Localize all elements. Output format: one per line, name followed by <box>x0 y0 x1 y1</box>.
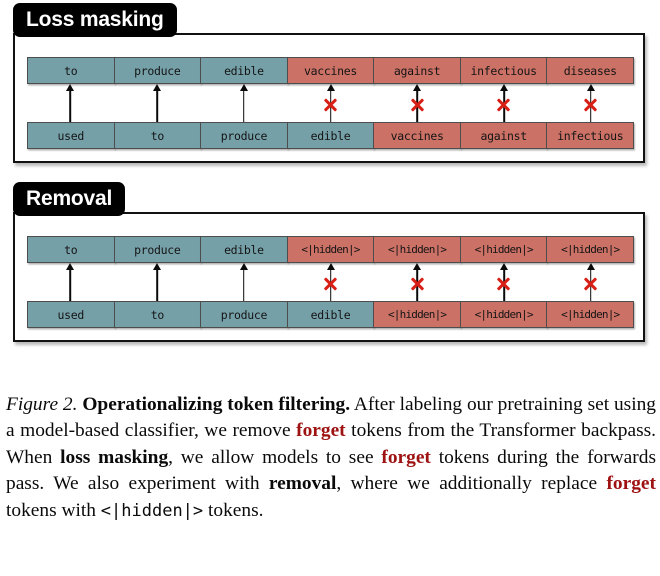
token-cell: infectious <box>546 122 635 149</box>
token-cell: <|hidden|> <box>459 301 548 328</box>
caption-segment: tokens from the Transformer backpass. Wh… <box>6 420 657 468</box>
removal-output-row: to produce edible <|hidden|> <|hidden|> … <box>27 236 635 263</box>
caption-segment: tokens. <box>203 499 264 521</box>
cross-mark-icon <box>583 276 598 291</box>
token-cell: produce <box>200 301 288 328</box>
token-cell: produce <box>113 236 202 263</box>
token-cell: to <box>27 236 115 263</box>
arrow-up-icon <box>153 84 162 91</box>
arrow-up-icon <box>586 263 595 270</box>
arrow-up-icon <box>326 263 335 270</box>
caption-segment: removal <box>268 473 337 495</box>
arrow-up-icon <box>499 84 508 91</box>
removal-input-row: used to produce edible <|hidden|> <|hidd… <box>27 301 635 328</box>
panel-tab-removal: Removal <box>13 182 126 216</box>
arrow-shaft <box>69 269 72 301</box>
token-cell: to <box>27 57 115 84</box>
removal-arrow-layer <box>27 263 634 301</box>
caption-segment: <|hidden|> <box>100 500 204 521</box>
token-cell: <|hidden|> <box>459 236 548 263</box>
arrow-slot <box>200 263 287 301</box>
figure-number: Figure 2. <box>6 394 78 415</box>
caption-title: Operationalizing token filtering. <box>82 394 351 415</box>
loss-masking-arrow-layer <box>27 84 634 122</box>
token-cell: <|hidden|> <box>373 301 461 328</box>
caption-segment: tokens with <box>6 499 101 521</box>
caption-segment: , we allow models to see <box>168 446 382 468</box>
token-cell: used <box>27 301 115 328</box>
arrow-slot <box>461 263 548 301</box>
token-cell: edible <box>286 301 375 328</box>
arrow-shaft <box>156 269 158 301</box>
arrow-up-icon <box>413 263 422 270</box>
arrow-slot <box>114 84 201 122</box>
token-cell: used <box>27 122 115 149</box>
arrow-up-icon <box>499 263 508 270</box>
cross-mark-icon <box>323 276 338 291</box>
caption-segment: tokens during the forwards pass. We also… <box>6 446 656 495</box>
token-cell: edible <box>286 122 375 149</box>
arrow-up-icon <box>239 263 248 270</box>
arrow-up-icon <box>326 84 335 91</box>
arrow-slot <box>547 84 634 122</box>
arrow-slot <box>287 84 374 122</box>
cross-mark-icon <box>410 97 425 112</box>
token-cell: produce <box>200 122 288 149</box>
caption-segment: forget <box>296 420 346 442</box>
caption-segment: forget <box>381 446 431 468</box>
caption-body: After labeling our pretraining set using… <box>6 394 656 521</box>
arrow-up-icon <box>66 84 75 91</box>
cross-mark-icon <box>410 276 425 291</box>
token-cell: vaccines <box>286 57 375 84</box>
loss-masking-input-row: used to produce edible vaccines against … <box>27 122 635 149</box>
arrow-up-icon <box>586 84 595 91</box>
cross-mark-icon <box>496 97 511 112</box>
arrow-shaft <box>243 269 245 301</box>
arrow-slot <box>27 84 114 122</box>
arrow-slot <box>200 84 287 122</box>
token-cell: vaccines <box>373 122 461 149</box>
caption-segment: forget <box>606 473 656 495</box>
panel-tab-loss-masking: Loss masking <box>13 3 177 37</box>
token-cell: against <box>373 57 461 84</box>
arrow-shaft <box>243 90 245 122</box>
token-cell: edible <box>200 236 288 263</box>
cross-mark-icon <box>583 97 598 112</box>
token-cell: <|hidden|> <box>286 236 375 263</box>
arrow-slot <box>287 263 374 301</box>
token-cell: <|hidden|> <box>373 236 461 263</box>
cross-mark-icon <box>323 97 338 112</box>
token-cell: to <box>113 122 202 149</box>
token-cell: diseases <box>546 57 635 84</box>
token-cell: against <box>459 122 548 149</box>
arrow-up-icon <box>413 84 422 91</box>
loss-masking-output-row: to produce edible vaccines against infec… <box>27 57 635 84</box>
arrow-up-icon <box>239 84 248 91</box>
caption-segment: , where we additionally replace <box>336 473 607 495</box>
figure-caption: Figure 2. Operationalizing token filteri… <box>6 392 656 524</box>
arrow-slot <box>461 84 548 122</box>
token-cell: to <box>113 301 202 328</box>
arrow-slot <box>547 263 634 301</box>
arrow-slot <box>374 84 461 122</box>
caption-segment: After labeling our pretraining set using… <box>6 394 657 442</box>
arrow-up-icon <box>66 263 75 270</box>
arrow-slot <box>374 263 461 301</box>
token-cell: infectious <box>459 57 548 84</box>
token-cell: <|hidden|> <box>546 236 635 263</box>
arrow-slot <box>27 263 114 301</box>
arrow-shaft <box>69 90 72 122</box>
cross-mark-icon <box>496 276 511 291</box>
arrow-slot <box>114 263 201 301</box>
caption-segment: loss masking <box>60 446 169 468</box>
arrow-up-icon <box>153 263 162 270</box>
arrow-shaft <box>156 90 158 122</box>
token-cell: edible <box>200 57 288 84</box>
token-cell: produce <box>113 57 202 84</box>
token-cell: <|hidden|> <box>546 301 635 328</box>
